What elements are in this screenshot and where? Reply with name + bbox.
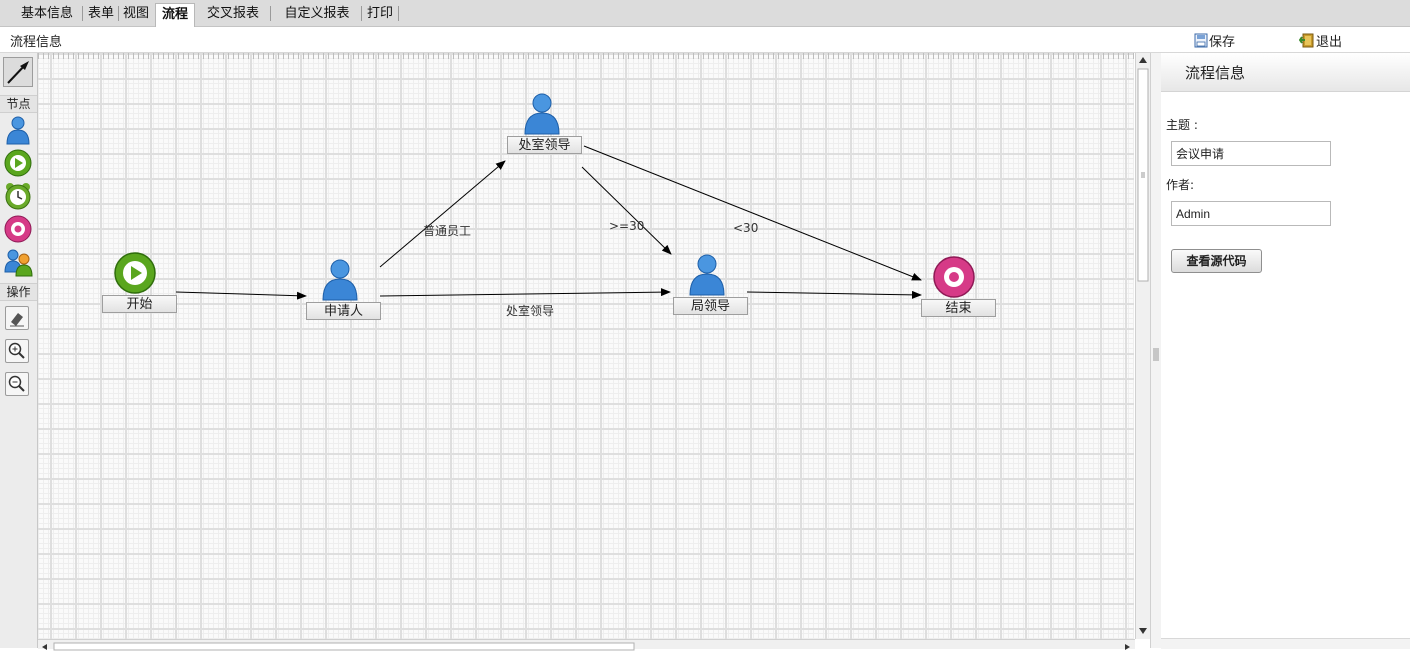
canvas-vertical-scrollbar[interactable]: [1135, 53, 1150, 639]
tab-separator: [82, 6, 83, 21]
edge-office-end[interactable]: [583, 145, 922, 281]
save-icon: [1194, 33, 1208, 48]
tab-flow[interactable]: 流程: [155, 3, 195, 27]
end-node-label: 结束: [921, 299, 996, 317]
person-node-tool[interactable]: [3, 115, 33, 145]
exit-icon: [1299, 33, 1314, 48]
hscroll-graphics: [42, 642, 1130, 651]
author-label: 作者:: [1166, 178, 1195, 192]
view-source-button[interactable]: 查看源代码: [1171, 249, 1262, 273]
office-leader-node-label: 处室领导: [507, 136, 582, 154]
scroll-down-icon[interactable]: [1139, 628, 1147, 634]
tab-print[interactable]: 打印: [366, 6, 393, 21]
start-node-tool[interactable]: [3, 148, 33, 178]
edge-office-bureau[interactable]: [581, 166, 672, 255]
exit-label: 退出: [1316, 35, 1343, 50]
person-icon: [524, 93, 560, 135]
save-label: 保存: [1209, 35, 1236, 50]
tab-custom-report[interactable]: 自定义报表: [284, 6, 350, 21]
edge-label-office-leader: 处室领导: [506, 304, 555, 318]
start-node-label: 开始: [102, 295, 177, 313]
author-field[interactable]: [1171, 201, 1331, 226]
person-icon: [689, 254, 725, 296]
person-icon: [322, 259, 358, 301]
tab-form[interactable]: 表单: [87, 6, 114, 21]
tab-bar: 基本信息 表单 视图 流程 交叉报表 自定义报表 打印: [0, 0, 1410, 27]
end-node-tool[interactable]: [3, 214, 33, 244]
page-title: 流程信息: [10, 35, 63, 50]
flow-canvas[interactable]: 普通员工 >=30 <30 处室领导 开始 申请人 处室领导 局领导: [38, 53, 1134, 639]
operations-section-label: 操作: [0, 283, 37, 301]
toolbox: 节点: [0, 53, 38, 648]
applicant-node-label: 申请人: [306, 302, 381, 320]
zoom-out-icon: [8, 375, 25, 392]
end-node[interactable]: 结束: [921, 255, 996, 317]
nodes-section-label: 节点: [0, 95, 37, 113]
clock-icon: [5, 183, 31, 210]
timer-node-tool[interactable]: [3, 181, 33, 211]
scrollbar-graphics: [1137, 57, 1149, 634]
subject-label: 主题 :: [1166, 118, 1198, 132]
tab-cross-report[interactable]: 交叉报表: [206, 6, 259, 21]
zoom-out-button[interactable]: [5, 372, 29, 396]
zoom-in-button[interactable]: [5, 339, 29, 363]
flow-edges: [175, 145, 922, 300]
scroll-left-icon[interactable]: [42, 644, 47, 650]
applicant-node[interactable]: 申请人: [306, 258, 381, 320]
arrow-pointer-icon: [7, 61, 29, 84]
tab-view[interactable]: 视图: [122, 6, 149, 21]
group-users-icon: [4, 249, 33, 277]
bureau-leader-node[interactable]: 局领导: [673, 253, 748, 315]
hscroll-thumb[interactable]: [53, 642, 635, 651]
office-leader-node[interactable]: 处室领导: [507, 92, 582, 154]
save-button[interactable]: 保存: [1194, 31, 1235, 50]
tab-separator: [118, 6, 119, 21]
person-icon: [6, 116, 30, 145]
pointer-tool[interactable]: [3, 57, 33, 87]
eraser-button[interactable]: [5, 306, 29, 330]
edge-label-gte30: >=30: [609, 219, 645, 233]
edge-start-applicant[interactable]: [175, 291, 307, 300]
bureau-leader-node-label: 局领导: [673, 297, 748, 315]
properties-panel-header: 流程信息: [1161, 53, 1410, 92]
exit-button[interactable]: 退出: [1299, 31, 1342, 50]
stop-icon: [933, 256, 975, 298]
subject-field[interactable]: [1171, 141, 1331, 166]
edge-applicant-office[interactable]: [379, 160, 506, 268]
group-node-tool[interactable]: [3, 247, 33, 277]
panel-bottom-bar: [1161, 638, 1410, 649]
properties-panel-title: 流程信息: [1185, 64, 1246, 82]
play-icon: [114, 252, 156, 294]
flow-header-bar: 流程信息 保存 退出: [0, 27, 1410, 53]
edge-label-lt30: <30: [733, 221, 759, 235]
edge-label-staff: 普通员工: [423, 224, 472, 238]
stop-icon: [4, 215, 32, 243]
scroll-up-icon[interactable]: [1139, 57, 1147, 63]
canvas-ruler: [38, 53, 1134, 59]
tab-separator: [270, 6, 271, 21]
edge-bureau-end[interactable]: [746, 290, 922, 299]
tab-basic-info[interactable]: 基本信息: [20, 6, 73, 21]
edge-applicant-bureau[interactable]: [379, 288, 671, 297]
splitter-grip: [1153, 348, 1159, 361]
tab-separator: [361, 6, 362, 21]
tab-separator: [398, 6, 399, 21]
play-icon: [4, 149, 32, 177]
eraser-icon: [10, 313, 24, 327]
scroll-right-icon[interactable]: [1125, 644, 1130, 650]
zoom-in-icon: [8, 342, 25, 359]
start-node[interactable]: 开始: [102, 251, 177, 313]
properties-panel: 流程信息 主题 : 作者: 查看源代码: [1161, 53, 1410, 649]
